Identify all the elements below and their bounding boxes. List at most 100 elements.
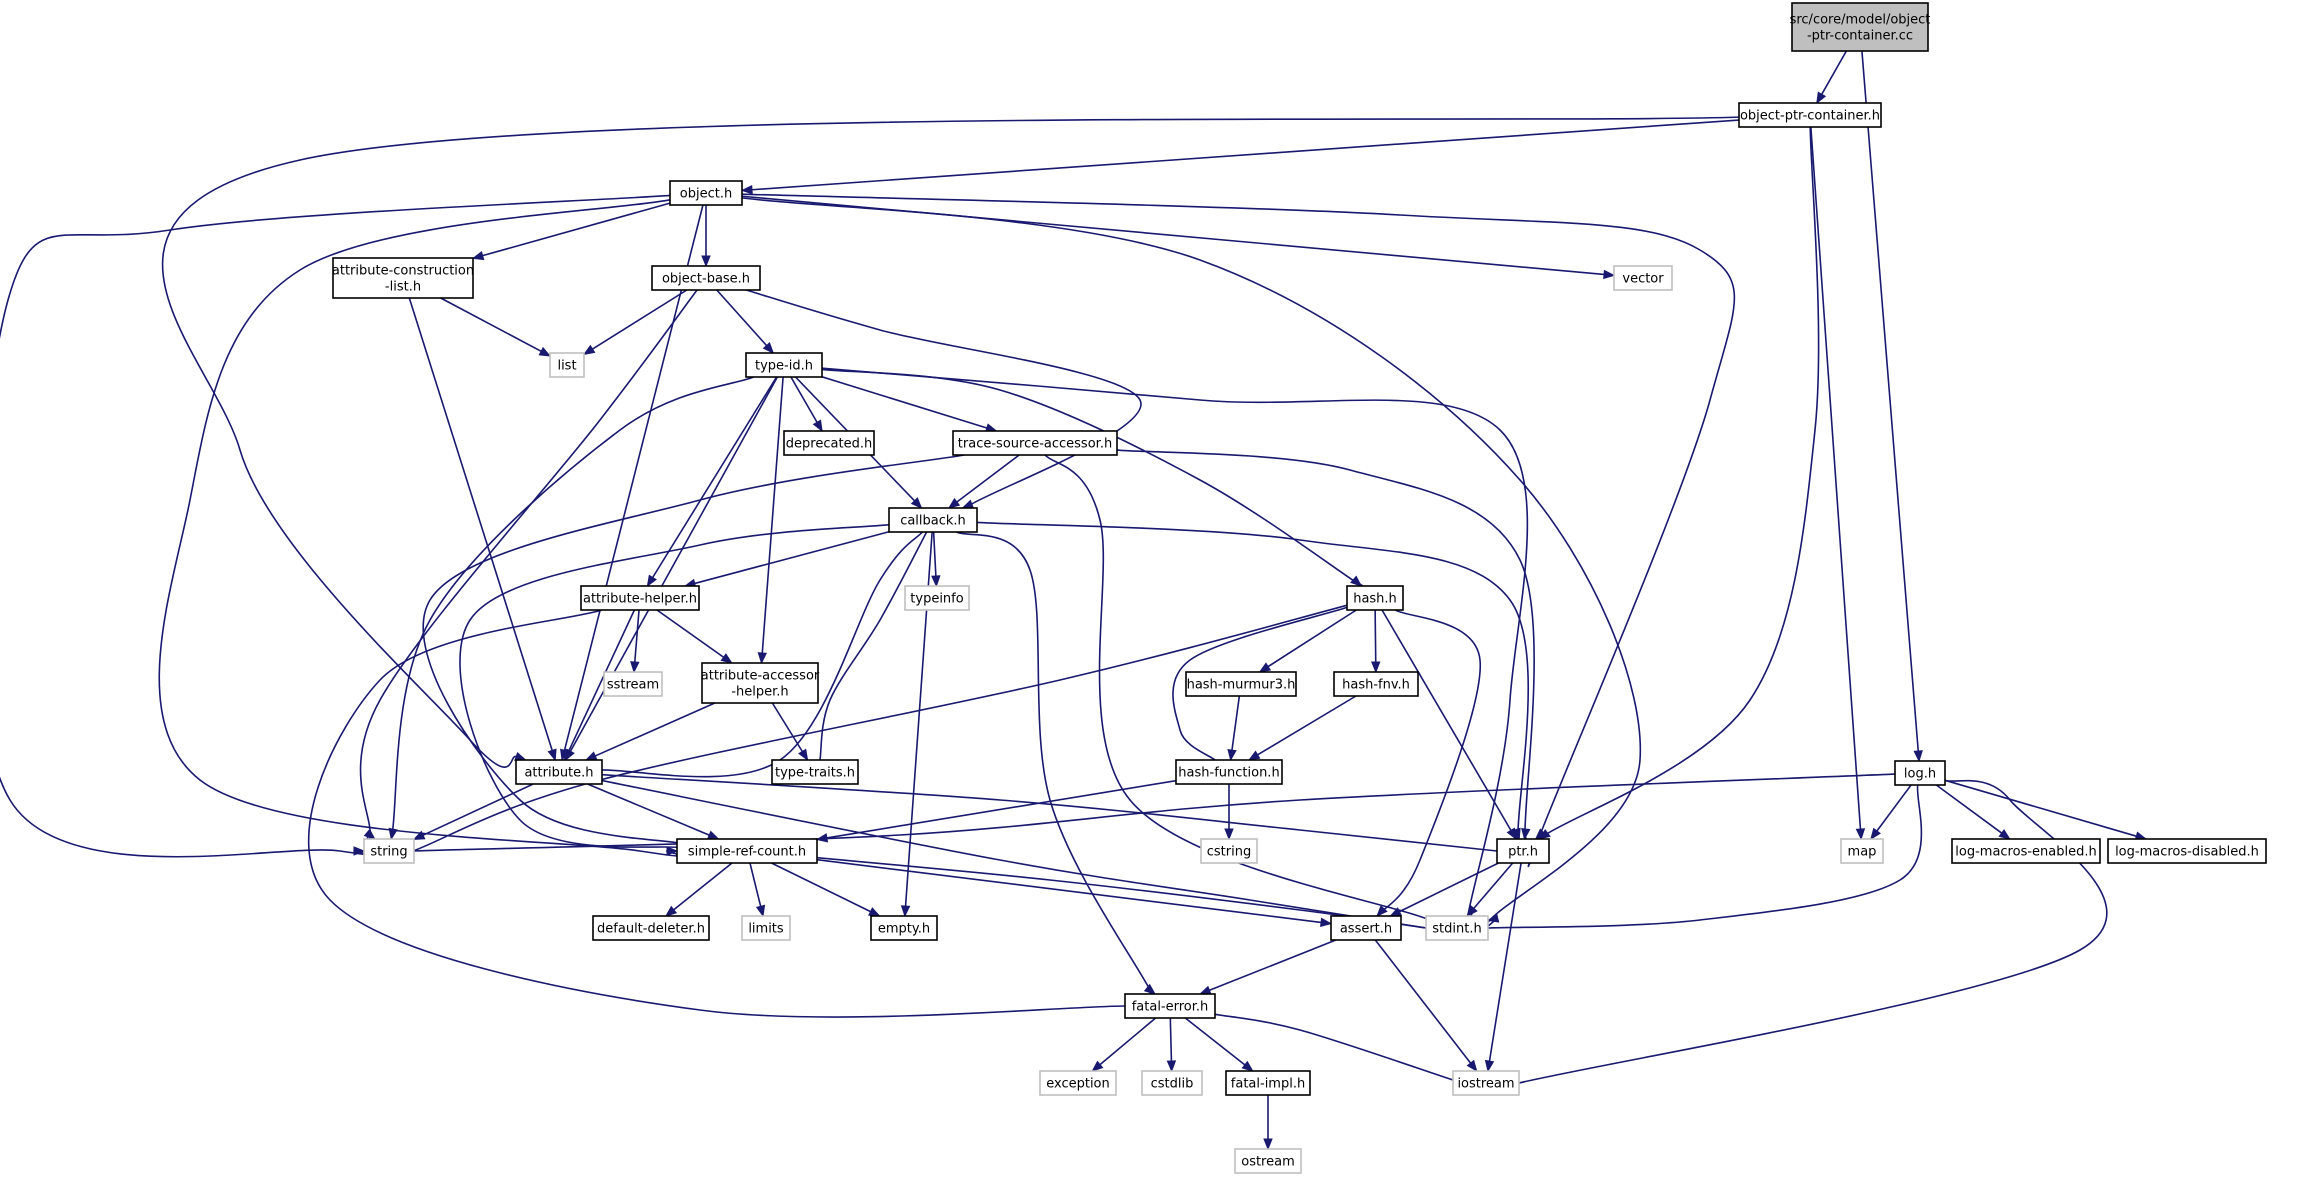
arrowhead	[900, 905, 911, 918]
node-log-h[interactable]: log.h	[1894, 760, 1946, 786]
node-label: default-deleter.h	[597, 922, 705, 937]
node-exception: exception	[1039, 1070, 1117, 1096]
arrowhead	[762, 342, 775, 355]
arrowhead	[931, 575, 941, 588]
node-callback-h[interactable]: callback.h	[888, 507, 978, 533]
node-box	[1346, 585, 1404, 611]
node-label: stdint.h	[1432, 922, 1481, 937]
node-box	[870, 915, 938, 941]
arrowhead	[1486, 913, 1500, 923]
node-label: assert.h	[1340, 922, 1392, 937]
edge-line	[1488, 862, 1522, 1062]
node-limits: limits	[741, 915, 791, 941]
node-hash-murmur3-h[interactable]: hash-murmur3.h	[1185, 671, 1297, 697]
edge-line	[422, 783, 534, 836]
edge-hash-h-to-assert-h	[1375, 609, 1481, 919]
edge-callback-h-to-type-traits-h	[818, 531, 928, 766]
edge-type-id-h-to-attribute-accessor-helper-h	[757, 376, 784, 665]
edge-line	[741, 193, 1736, 868]
node-label: -helper.h	[731, 685, 788, 700]
node-object-h[interactable]: object.h	[669, 180, 743, 206]
node-attribute-construction-list-h[interactable]: attribute-construction-list.h	[332, 257, 474, 299]
arrowhead	[1350, 575, 1363, 587]
node-label: object.h	[680, 187, 732, 202]
edge-line	[408, 297, 553, 751]
node-label: -list.h	[385, 280, 421, 295]
node-type-traits-h[interactable]: type-traits.h	[771, 759, 859, 785]
edge-simple-ref-count-h-to-empty-h	[771, 862, 881, 917]
node-attribute-h[interactable]: attribute.h	[515, 759, 603, 785]
node-hash-h[interactable]: hash.h	[1346, 585, 1404, 611]
node-log-macros-enabled-h[interactable]: log-macros-enabled.h	[1951, 838, 2101, 864]
node-default-deleter-h[interactable]: default-deleter.h	[592, 915, 710, 941]
edge-line	[955, 531, 1158, 1005]
arrowhead	[1506, 827, 1517, 841]
edge-fatal-error-h-to-exception	[1091, 1017, 1157, 1072]
edge-attribute-h-to-simple-ref-count-h	[587, 783, 720, 840]
arrowhead	[961, 499, 975, 509]
edge-object-h-to-ptr-h	[741, 193, 1736, 868]
node-box	[888, 507, 978, 533]
edge-line	[1529, 126, 1820, 846]
node-hash-fnv-h[interactable]: hash-fnv.h	[1333, 671, 1419, 697]
arrowhead	[547, 748, 557, 762]
node-box	[1124, 993, 1216, 1019]
node-empty-h[interactable]: empty.h	[870, 915, 938, 941]
edge-fatal-impl-h-to-ostream	[1263, 1095, 1273, 1151]
edge-line	[1861, 50, 1920, 752]
node-box	[1333, 671, 1419, 697]
node-label: deprecated.h	[786, 437, 872, 452]
node-label: type-id.h	[755, 359, 813, 374]
node-type-id-h[interactable]: type-id.h	[745, 352, 823, 378]
node-object-ptr-container-h[interactable]: object-ptr-container.h	[1738, 102, 1882, 128]
arrowhead	[538, 346, 552, 357]
edge-hash-fnv-h-to-hash-function-h	[1247, 695, 1357, 761]
edge-line	[673, 862, 733, 911]
arrowhead	[1603, 269, 1616, 280]
node-log-macros-disabled-h[interactable]: log-macros-disabled.h	[2107, 838, 2267, 864]
node-attribute-helper-h[interactable]: attribute-helper.h	[580, 585, 700, 611]
node-assert-h[interactable]: assert.h	[1330, 915, 1402, 941]
node-trace-source-accessor-h[interactable]: trace-source-accessor.h	[952, 430, 1118, 456]
edge-callback-h-to-fatal-error-h	[955, 531, 1158, 1005]
edge-line	[1209, 939, 1337, 992]
edge-line	[771, 862, 871, 913]
edge-line	[0, 194, 671, 858]
node-simple-ref-count-h[interactable]: simple-ref-count.h	[676, 838, 818, 864]
edge-line	[1374, 609, 1377, 663]
node-ptr-h[interactable]: ptr.h	[1496, 838, 1550, 864]
arrowhead	[1166, 1060, 1177, 1073]
edge-object-h-to-string	[0, 194, 671, 858]
edge-hash-h-to-string	[395, 604, 1348, 858]
arrowhead	[1521, 827, 1531, 841]
arrowhead	[1534, 828, 1547, 840]
node-fatal-error-h[interactable]: fatal-error.h	[1124, 993, 1216, 1019]
edge-line	[694, 530, 890, 585]
node-deprecated-h[interactable]: deprecated.h	[783, 430, 875, 456]
node-object-base-h[interactable]: object-base.h	[651, 265, 761, 291]
node-label: log.h	[1904, 767, 1936, 782]
node-label: cstdlib	[1151, 1077, 1194, 1092]
arrowhead	[584, 751, 598, 761]
edge-line	[1267, 609, 1357, 668]
node-hash-function-h[interactable]: hash-function.h	[1175, 759, 1283, 785]
arrowhead	[1263, 1138, 1273, 1151]
edge-trace-source-accessor-h-to-ptr-h	[1116, 449, 1535, 855]
arrowhead	[363, 828, 376, 840]
node-root[interactable]: src/core/model/object-ptr-container.cc	[1790, 2, 1931, 52]
node-cstring: cstring	[1200, 838, 1258, 864]
node-attribute-accessor-helper-h[interactable]: attribute-accessor-helper.h	[701, 662, 820, 704]
arrowhead	[910, 497, 923, 509]
edge-line	[1099, 1017, 1157, 1066]
node-label: attribute-helper.h	[583, 592, 697, 607]
node-fatal-impl-h[interactable]: fatal-impl.h	[1225, 1070, 1311, 1096]
nodes-layer: src/core/model/object-ptr-container.cc ob…	[332, 2, 2267, 1174]
node-label: fatal-error.h	[1132, 1000, 1209, 1015]
node-label: cstring	[1207, 845, 1251, 860]
edge-assert-h-to-fatal-error-h	[1198, 939, 1337, 995]
node-box	[701, 662, 819, 704]
edge-line	[1381, 609, 1512, 831]
node-label: exception	[1046, 1077, 1110, 1092]
edge-line	[373, 773, 1896, 853]
node-label: -ptr-container.cc	[1807, 29, 1913, 44]
